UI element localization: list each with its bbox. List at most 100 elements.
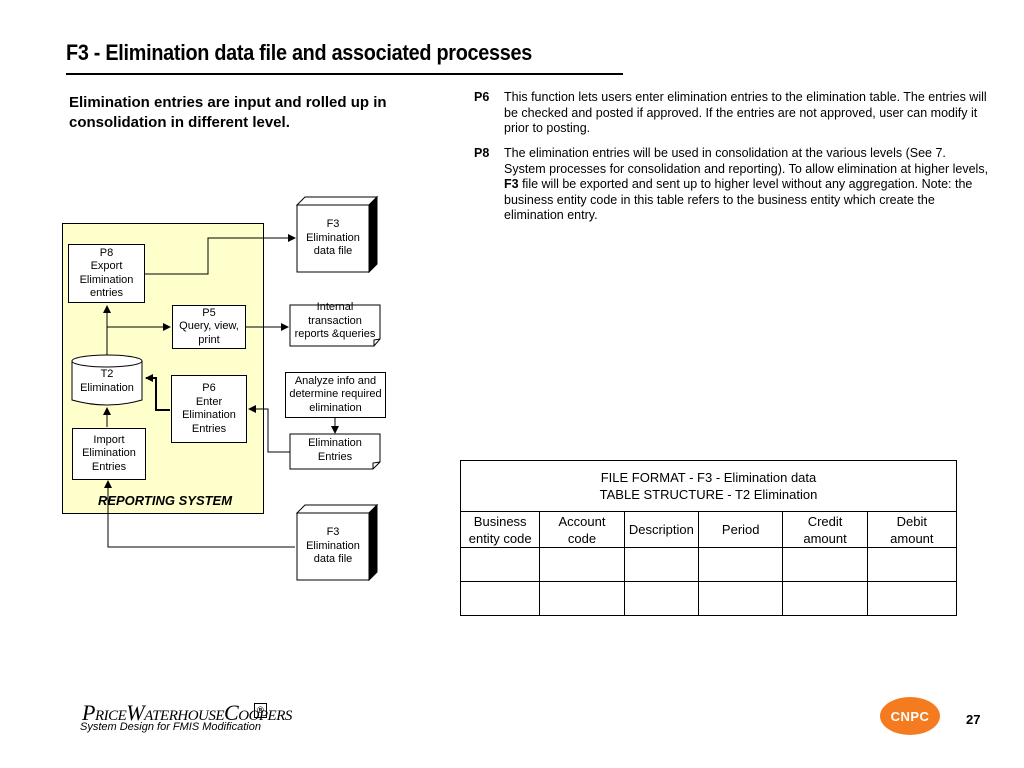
column-description: Description — [623, 511, 700, 548]
process-p6-label: P6 Enter Elimination Entries — [182, 382, 236, 436]
table-cell — [623, 547, 700, 582]
column-line: amount — [803, 530, 847, 546]
column-line: entity code — [468, 530, 532, 546]
table-cell — [459, 581, 541, 616]
f3-file-bottom-shape — [295, 503, 379, 582]
table-row — [459, 581, 958, 616]
intro-text: Elimination entries are input and rolled… — [69, 94, 387, 131]
arrow-p8-to-f3 — [145, 234, 296, 275]
label-line: Elimination — [182, 409, 236, 421]
footer-subtitle: System Design for FMIS Modification — [80, 721, 261, 733]
note-text: This function lets users enter eliminati… — [504, 90, 987, 135]
note-text-part: file will be exported and sent up to hig… — [504, 177, 973, 222]
elimination-entries-shape — [289, 433, 381, 470]
table-header-row: FILE FORMAT - F3 - Elimination data TABL… — [460, 460, 957, 512]
column-line: Business — [473, 513, 527, 529]
label-line: Analyze info and — [294, 374, 377, 387]
table-header-cell: FILE FORMAT - F3 - Elimination data TABL… — [460, 460, 957, 512]
table-header-line: TABLE STRUCTURE - T2 Elimination — [599, 487, 818, 502]
arrow-f3-to-import — [104, 480, 295, 548]
table-cell — [782, 547, 868, 582]
process-import: Import Elimination Entries — [72, 428, 146, 480]
table-row — [459, 547, 958, 582]
label-line: Entries — [191, 422, 227, 435]
process-import-label: Import Elimination Entries — [82, 434, 136, 475]
label-line: Internal — [316, 301, 354, 313]
label-line: Elimination — [82, 447, 136, 460]
note-text: The elimination entries will be used in … — [504, 146, 989, 224]
datastore-t2-label: T2 Elimination — [72, 368, 142, 395]
table-cell — [782, 581, 868, 616]
arrow-p6-to-t2 — [145, 374, 170, 411]
note-code: P6 — [474, 90, 490, 104]
label-line: Elimination — [306, 231, 360, 244]
label-line: data file — [313, 553, 353, 565]
arrow-entries-to-p6 — [248, 405, 290, 453]
cnpc-logo: CNPC — [880, 697, 940, 735]
table-cell — [698, 581, 784, 616]
label-line: F3 — [326, 218, 340, 230]
cnpc-logo-text: CNPC — [890, 708, 930, 724]
label-line: transaction — [308, 314, 362, 327]
column-line: Credit — [807, 513, 843, 529]
label-line: F3 — [326, 526, 340, 538]
column-line: Period — [721, 522, 760, 537]
label-line: Elimination — [79, 273, 134, 286]
process-p6: P6 Enter Elimination Entries — [171, 375, 247, 443]
internal-reports-shape — [289, 304, 381, 347]
note-p8: P8 The elimination entries will be used … — [474, 146, 989, 224]
pwc-logo-mark-icon: ® — [254, 703, 267, 718]
note-p6: P6 This function lets users enter elimin… — [474, 90, 989, 137]
column-line: Account — [558, 513, 606, 529]
process-p5-label: P5 Query, view, print — [179, 307, 239, 348]
label-line: Query, view, — [179, 320, 239, 333]
column-line: code — [567, 530, 597, 546]
table-cell — [866, 547, 958, 582]
t2-datastore-shape — [71, 354, 143, 406]
label-line: P8 — [99, 246, 114, 259]
label-line: Elimination — [306, 539, 360, 552]
column-period: Period — [698, 511, 784, 548]
f3-file-bottom-label: F3 Elimination data file — [297, 526, 369, 567]
page-number: 27 — [966, 712, 981, 727]
label-line: Export — [90, 260, 123, 272]
process-p8-label: P8 Export Elimination entries — [80, 247, 134, 301]
label-line: reports &queries — [294, 328, 376, 340]
label-line: Import — [93, 433, 125, 446]
note-text-bold: F3 — [504, 177, 519, 191]
title-underline — [66, 73, 623, 75]
process-analyze-label: Analyze info and determine required elim… — [289, 375, 381, 416]
f3-file-top-shape — [295, 195, 379, 274]
note-text-part: The elimination entries will be used in … — [504, 146, 989, 176]
table-header-line: FILE FORMAT - F3 - Elimination data — [600, 470, 817, 485]
label-line: Entries — [317, 450, 353, 463]
pwc-logo: PRICEWATERHOUSECOOPERS — [82, 700, 292, 725]
table-cell — [459, 547, 541, 582]
label-line: P5 — [202, 306, 216, 319]
label-line: Entries — [91, 460, 127, 473]
label-line: Enter — [195, 395, 223, 408]
table-cell — [539, 547, 625, 582]
process-p5: P5 Query, view, print — [172, 305, 246, 349]
process-p8: P8 Export Elimination entries — [68, 244, 145, 303]
process-analyze: Analyze info and determine required elim… — [285, 372, 386, 418]
page-title: F3 - Elimination data file and associate… — [66, 40, 532, 65]
file-format-table: FILE FORMAT - F3 - Elimination data TABL… — [459, 460, 958, 616]
label-line: entries — [89, 287, 124, 299]
internal-reports-label: Internal transaction reports &queries — [290, 301, 380, 342]
f3-file-top-label: F3 Elimination data file — [297, 218, 369, 259]
label-line: Elimination — [80, 381, 134, 394]
elimination-entries-label: Elimination Entries — [290, 437, 380, 464]
table-cell — [866, 581, 958, 616]
table-cell — [698, 547, 784, 582]
label-line: T2 — [100, 368, 114, 380]
label-line: determine required — [289, 388, 382, 401]
reporting-system-label: REPORTING SYSTEM — [97, 493, 233, 508]
column-line: Debit — [896, 513, 928, 529]
table-cell — [539, 581, 625, 616]
label-line: P6 — [202, 382, 216, 394]
